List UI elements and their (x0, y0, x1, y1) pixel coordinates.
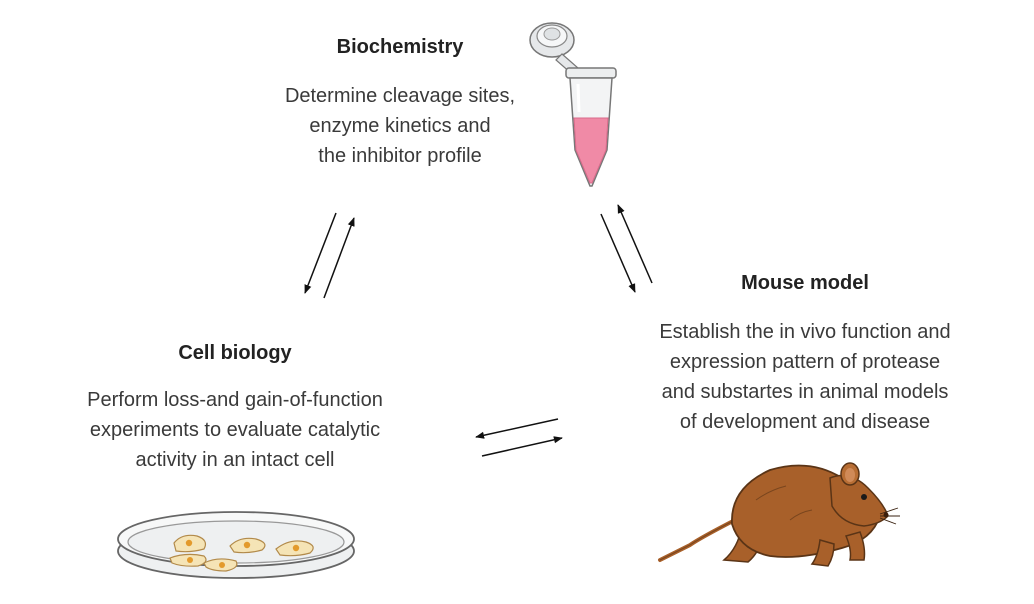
cell-biology-desc-line-1: Perform loss-and gain-of-function (87, 389, 383, 411)
biochemistry-title: Biochemistry (336, 36, 464, 58)
arrow-to-cell-biology (304, 212, 337, 294)
biochemistry-desc-line-2: enzyme kinetics and (309, 115, 491, 137)
cells (169, 534, 314, 572)
mouse-model-desc-line-4: of development and disease (679, 411, 931, 433)
arrow-to-biochemistry (323, 217, 355, 299)
biochemistry-desc-line-1: Determine cleavage sites, (284, 85, 516, 107)
petri-dish-icon (117, 511, 355, 579)
arrows-cell-mouse (475, 418, 563, 457)
arrow-to-mouse-model (600, 213, 636, 293)
arrows-biochem-cell (304, 212, 355, 299)
biochemistry-section: Biochemistry Determine cleavage sites, e… (240, 36, 560, 171)
arrow-to-mouse-model-from-cell (481, 436, 563, 457)
cell-biology-desc-line-3: activity in an intact cell (135, 449, 335, 471)
mouse-model-title: Mouse model (741, 272, 869, 294)
mouse-model-desc-line-1: Establish the in vivo function and (659, 321, 951, 343)
arrow-to-cell-biology-from-mouse (475, 418, 559, 439)
cell-biology-title: Cell biology (178, 342, 292, 364)
biochemistry-desc-line-3: the inhibitor profile (318, 145, 482, 167)
arrows-biochem-mouse (600, 204, 653, 293)
mouse-icon (658, 462, 900, 567)
mouse-model-section: Mouse model Establish the in vivo functi… (600, 272, 1010, 437)
cell-biology-section: Cell biology Perform loss-and gain-of-fu… (30, 342, 440, 475)
mouse-model-desc-line-2: expression pattern of protease (669, 351, 941, 373)
mouse-model-desc-line-3: and substartes in animal models (661, 381, 949, 403)
arrow-to-biochemistry-from-mouse (617, 204, 653, 284)
microcentrifuge-tube-icon (529, 22, 617, 187)
cell-biology-desc-line-2: experiments to evaluate catalytic (89, 419, 381, 441)
